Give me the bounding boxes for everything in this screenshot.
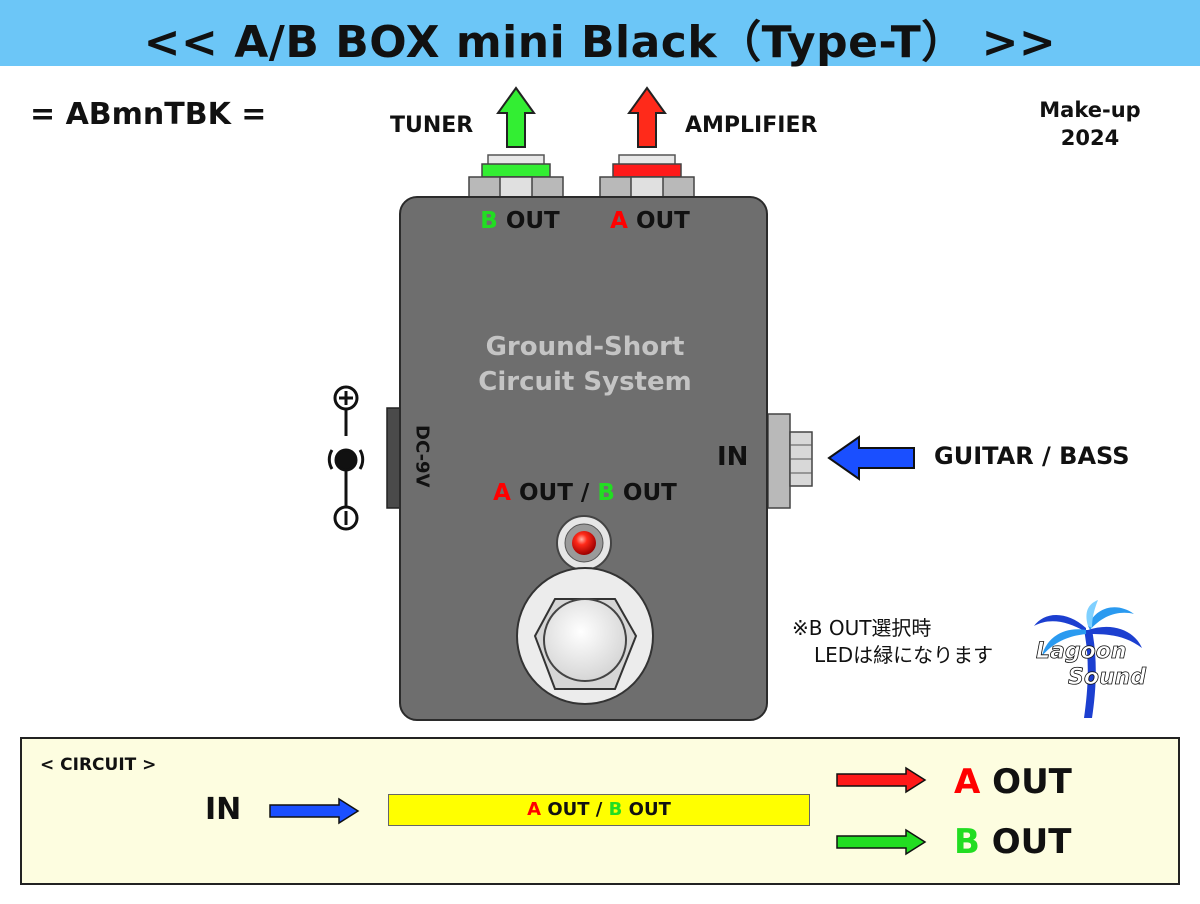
up-arrow-green-icon	[496, 86, 536, 148]
in-label: IN	[717, 442, 749, 472]
system-name: Ground-Short Circuit System	[440, 330, 730, 400]
makeup-line1: Make-up	[1039, 98, 1141, 122]
amplifier-label: AMPLIFIER	[685, 113, 818, 138]
b-out-label: B OUT	[480, 208, 560, 234]
system-line1: Ground-Short	[485, 332, 685, 362]
circuit-a-arrow-icon	[836, 766, 927, 794]
circuit-title: < CIRCUIT >	[40, 755, 157, 775]
led-note: ※B OUT選択時 LEDは緑になります	[792, 615, 993, 669]
led-label: A OUT / B OUT	[493, 480, 677, 506]
input-source-label: GUITAR / BASS	[934, 442, 1130, 470]
dc-polarity-icon	[327, 385, 365, 531]
circuit-in-arrow-icon	[269, 797, 360, 825]
a-out-label: A OUT	[610, 208, 690, 234]
tuner-label: TUNER	[390, 113, 474, 138]
a-out-jack	[599, 154, 695, 199]
page-title: << A/B BOX mini Black（Type-T） >>	[143, 17, 1057, 68]
system-line2: Circuit System	[478, 367, 692, 397]
palm-tree-icon	[1034, 600, 1142, 718]
left-arrow-blue-icon	[827, 435, 915, 481]
lagoon-sound-logo: Lagoon Sound	[1034, 600, 1147, 718]
circuit-b-arrow-icon	[836, 828, 927, 856]
logo-line2: Sound	[1068, 665, 1146, 690]
circuit-in-label: IN	[205, 792, 242, 827]
b-out-jack	[468, 154, 564, 199]
circuit-switch-bar: A OUT / B OUT	[388, 794, 810, 826]
makeup-year: Make-up 2024	[1020, 96, 1160, 152]
title-bar	[0, 0, 1200, 66]
circuit-a-out: A OUT	[954, 762, 1072, 802]
input-jack	[767, 413, 813, 509]
dc-label: DC-9V	[411, 425, 433, 488]
circuit-b-out: B OUT	[954, 822, 1072, 862]
makeup-line2: 2024	[1060, 126, 1120, 150]
model-code: = ABmnTBK =	[30, 97, 267, 132]
up-arrow-red-icon	[627, 86, 667, 148]
note-line2: LEDは緑になります	[814, 643, 994, 667]
logo-line1: Lagoon	[1036, 639, 1127, 664]
led-icon	[556, 515, 612, 571]
footswitch-icon	[516, 567, 654, 705]
note-line1: ※B OUT選択時	[792, 616, 932, 640]
